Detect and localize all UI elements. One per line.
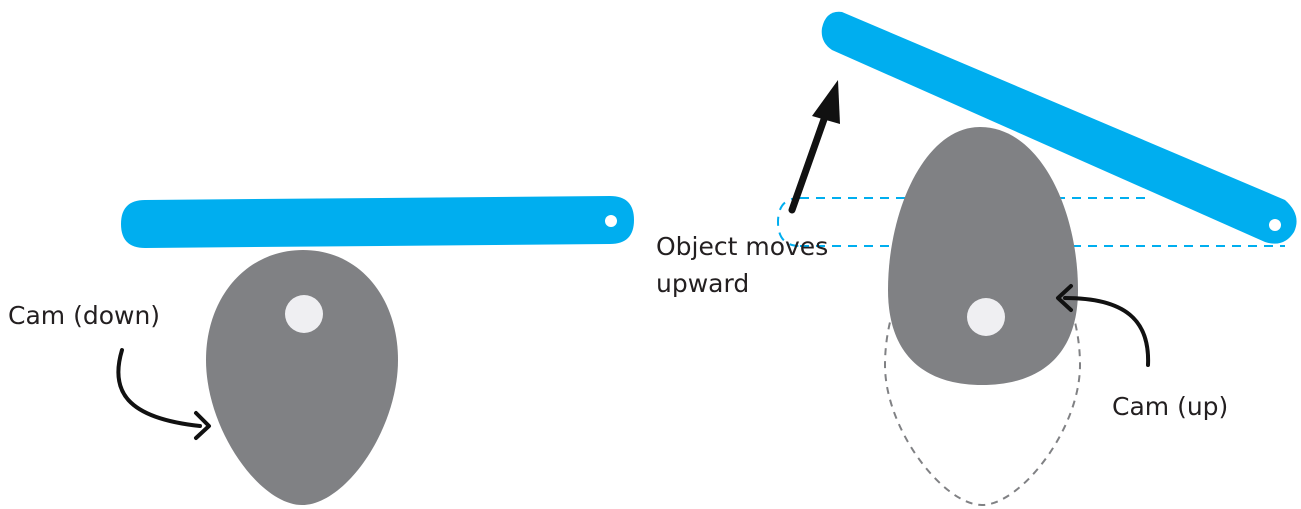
object-moves-label-line2: upward [656,269,749,298]
cam-down-shape [206,250,398,505]
cam-down-label: Cam (down) [8,301,160,330]
cam-up-assembly: Object moves upward Cam (up) [656,11,1297,507]
object-moves-label-line1: Object moves [656,232,828,261]
cam-down-pointer-arrowhead [194,411,211,440]
cam-down-pivot [285,295,323,333]
cam-up-pivot [967,298,1005,336]
cam-up-pointer-arrow [1063,296,1151,367]
cam-up-pointer-arrowhead [1056,284,1073,312]
cam-up-shape [888,127,1078,385]
cam-down-assembly: Cam (down) [8,196,634,505]
follower-tilted-hinge-hole [1269,219,1281,231]
upward-motion-arrowhead [812,80,840,124]
upward-motion-arrow [788,104,832,214]
follower-hinge-hole [605,215,617,227]
cam-up-label: Cam (up) [1112,392,1228,421]
cam-down-pointer-arrow [116,348,202,428]
follower-bar-tilted [821,11,1297,244]
follower-bar-horizontal [121,196,634,248]
